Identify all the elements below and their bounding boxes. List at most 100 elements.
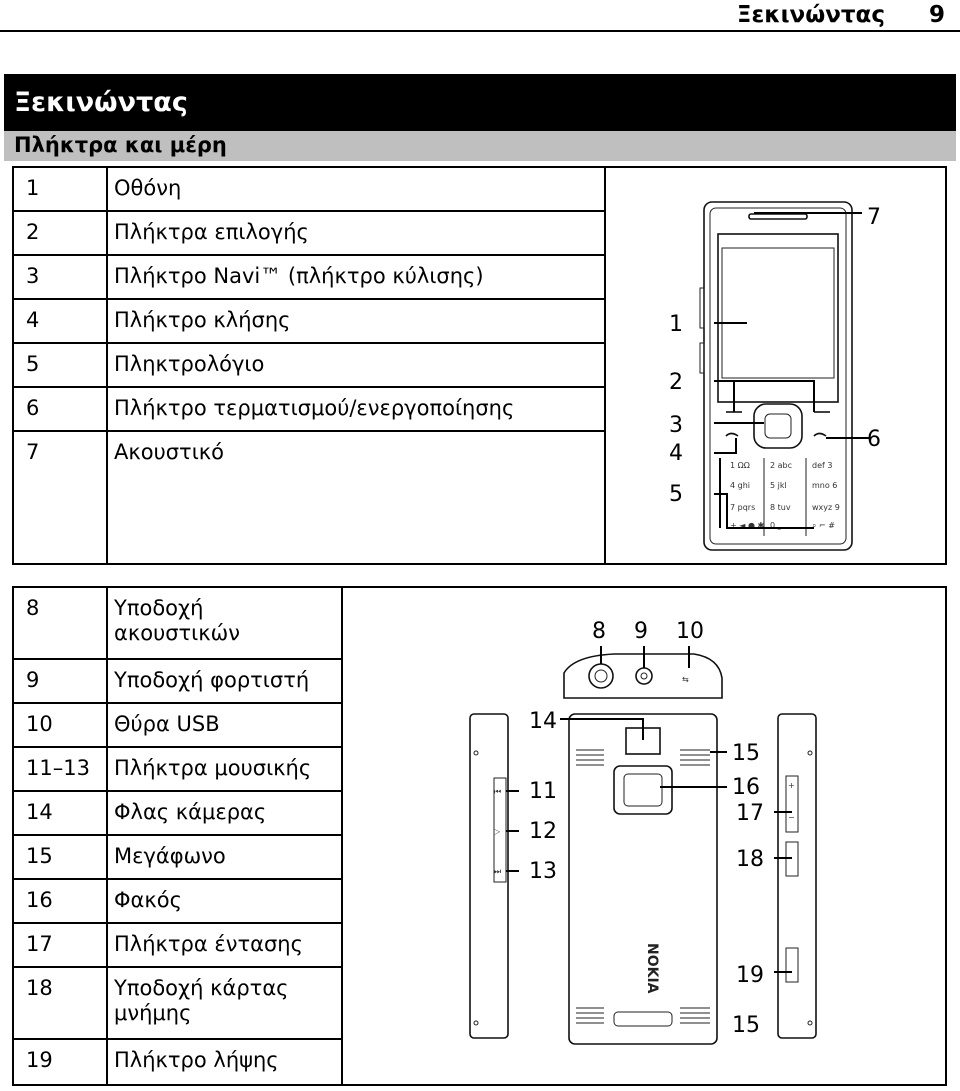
- part-label: Πλήκτρα έντασης: [114, 932, 303, 956]
- callout-label: 8: [592, 619, 606, 644]
- part-number: 14: [26, 800, 53, 824]
- camera-lens-frame: [613, 765, 673, 815]
- keypad-key: mno 6: [812, 481, 837, 490]
- header-title: Ξεκινώντας: [736, 2, 885, 28]
- navi-key: [753, 403, 803, 449]
- end-key-icon: [813, 432, 827, 437]
- volume-up-icon: +: [788, 781, 795, 790]
- part-number: 1: [26, 176, 40, 200]
- callout-label: 19: [736, 963, 764, 988]
- strap-hole: [807, 1020, 813, 1026]
- part-number: 7: [26, 440, 40, 464]
- callout-label: 13: [529, 859, 557, 884]
- table-divider: [341, 588, 343, 1084]
- music-next-icon: ⏭: [494, 867, 501, 876]
- part-label: Πλήκτρο τερματισμού/ενεργοποίησης: [114, 396, 515, 420]
- page-number: 9: [928, 2, 945, 28]
- part-number: 6: [26, 396, 40, 420]
- callout-label: 10: [676, 619, 704, 644]
- table-row: 6 Πλήκτρο τερματισμού/ενεργοποίησης: [14, 388, 604, 432]
- section-title: Ξεκινώντας: [14, 87, 188, 118]
- keypad-key: 2 abc: [770, 461, 792, 470]
- keypad-key: 7 pqrs: [730, 503, 755, 512]
- bottom-grille: [613, 1011, 673, 1027]
- camera-lens: [623, 773, 663, 807]
- part-number: 19: [26, 1048, 53, 1072]
- keypad-key: 1 ΩΩ: [730, 461, 750, 470]
- volume-keys: [785, 775, 799, 833]
- callout-label: 4: [669, 441, 683, 466]
- table-row: 8 Υποδοχή ακουστικών: [14, 588, 341, 660]
- part-label: Θύρα USB: [114, 712, 220, 736]
- callout-label: 11: [529, 779, 557, 804]
- leader-line: [734, 380, 815, 412]
- part-label: Υποδοχή φορτιστή: [114, 668, 310, 692]
- callout-label: 7: [867, 205, 881, 230]
- part-number: 4: [26, 308, 40, 332]
- part-label: Υποδοχή κάρτας μνήμης: [114, 976, 289, 1025]
- volume-down-icon: −: [788, 813, 795, 822]
- nokia-logo: NOKIA: [644, 943, 660, 994]
- part-label: Πλήκτρο λήψης: [114, 1048, 279, 1072]
- part-number: 3: [26, 264, 40, 288]
- callout-label: 9: [634, 619, 648, 644]
- table-row: 4 Πλήκτρο κλήσης: [14, 300, 604, 344]
- section-heading: Ξεκινώντας: [4, 74, 956, 131]
- part-label: Πληκτρολόγιο: [114, 352, 265, 376]
- callout-label: 12: [529, 819, 557, 844]
- part-number: 8: [26, 596, 40, 620]
- part-label: Ακουστικό: [114, 440, 225, 464]
- part-number: 10: [26, 712, 53, 736]
- phone-left-side: [469, 713, 509, 1039]
- callout-label: 17: [736, 801, 764, 826]
- part-label: Πλήκτρο Navi™ (πλήκτρο κύλισης): [114, 264, 484, 288]
- side-key: [699, 342, 705, 374]
- part-label: Υποδοχή ακουστικών: [114, 596, 240, 645]
- part-label: Φακός: [114, 888, 182, 912]
- part-number: 11–13: [26, 756, 90, 780]
- phone-back: [568, 713, 718, 1045]
- navi-center: [764, 413, 792, 439]
- part-number: 15: [26, 844, 53, 868]
- subsection-title: Πλήκτρα και μέρη: [14, 133, 227, 157]
- charger-jack: [635, 667, 653, 685]
- callout-label: 16: [732, 775, 760, 800]
- callout-label: 14: [529, 709, 557, 734]
- callout-label: 2: [669, 370, 683, 395]
- part-label: Πλήκτρο κλήσης: [114, 308, 291, 332]
- keypad-key: 5 jkl: [770, 481, 787, 490]
- side-key: [699, 287, 705, 329]
- music-play-icon: ▷: [494, 827, 501, 836]
- leader-line: [560, 718, 644, 740]
- strap-hole: [473, 1020, 479, 1026]
- callout-label: 1: [669, 312, 683, 337]
- callout-label: 15: [732, 1013, 760, 1038]
- keypad-key: 8 tuv: [770, 503, 791, 512]
- part-number: 18: [26, 976, 53, 1000]
- callout-label: 3: [669, 413, 683, 438]
- keypad-key: wxyz 9: [812, 503, 840, 512]
- table-divider: [106, 168, 108, 563]
- part-number: 2: [26, 220, 40, 244]
- part-label: Φλας κάμερας: [114, 800, 267, 824]
- part-number: 17: [26, 932, 53, 956]
- table-row: 19 Πλήκτρο λήψης: [14, 1040, 341, 1084]
- keypad-key: + ◄ ● ✱: [730, 521, 764, 530]
- table-divider: [604, 168, 606, 563]
- screen-frame: [717, 233, 839, 403]
- charger-jack-inner: [640, 672, 648, 680]
- table-row: 7 Ακουστικό: [14, 432, 604, 476]
- phone-top-view: [563, 653, 723, 699]
- callout-label: 18: [736, 847, 764, 872]
- usb-icon: ⇆: [682, 675, 689, 684]
- part-label: Μεγάφωνο: [114, 844, 226, 868]
- keypad-key: ⌕ ⌐ #: [812, 521, 835, 530]
- table-row: 18 Υποδοχή κάρτας μνήμης: [14, 968, 341, 1040]
- leader-line: [714, 380, 735, 412]
